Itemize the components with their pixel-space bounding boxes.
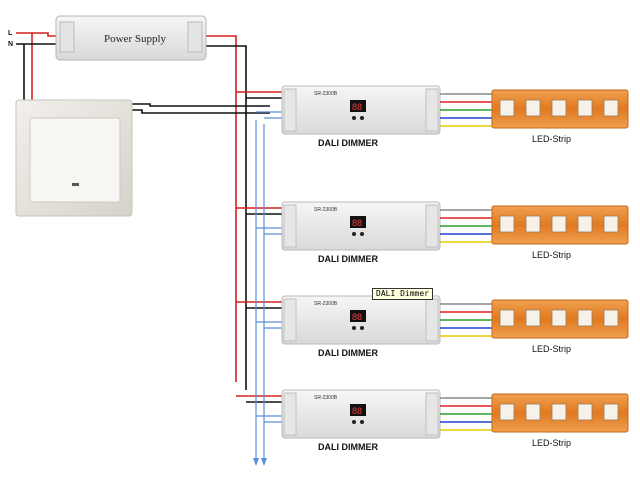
dimmer-label: DALI DIMMER [318,348,378,358]
tooltip-dali-dimmer: DALI Dimmer [372,288,433,300]
led-chip-icon [551,309,567,327]
dimmer-input-terminal [283,204,297,248]
led-chip-icon [551,215,567,233]
wall-switch [15,99,133,217]
led-strip-label: LED-Strip [532,134,571,144]
dimmer-model-label: SR-2300B [314,395,338,401]
dimmer-label: DALI DIMMER [318,138,378,148]
dimmer-label: DALI DIMMER [318,442,378,452]
dimmer-label: DALI DIMMER [318,254,378,264]
led-chip-icon [603,403,619,421]
mains-line-label: L [8,30,13,37]
dimmer-input-terminal [283,298,297,342]
dimmer-display-digits: 88 [352,312,362,322]
led-chip-icon [603,309,619,327]
led-chip-icon [577,215,593,233]
led-chip-icon [525,215,541,233]
psu-positive-out [205,35,237,382]
led-strip-label: LED-Strip [532,250,571,260]
switch-out-wire [132,109,270,114]
mains-wiring [16,32,270,390]
dimmer-button-icon [360,326,364,330]
dimmer-output-terminal [425,392,439,436]
line-wire-to-psu [16,32,58,37]
led-strip-label: LED-Strip [532,344,571,354]
dimmer-button-icon [352,116,356,120]
wall-switch-rocker [29,117,121,203]
switch-out-wire-2 [132,103,270,107]
wall-switch-indicator-icon [72,183,79,186]
dimmer-button-icon [352,420,356,424]
led-chip-icon [525,309,541,327]
dali-bus [253,120,267,466]
dimmer-display-digits: 88 [352,102,362,112]
power-supply: Power Supply [55,15,207,61]
dimmer-button-icon [352,326,356,330]
dimmer-input-terminal [283,88,297,132]
led-strip-label: LED-Strip [532,438,571,448]
psu-negative-out [205,45,247,390]
power-supply-terminal-right [187,21,203,53]
dimmer-output-terminal [425,88,439,132]
dimmer-display [350,100,366,112]
led-chip-icon [499,403,515,421]
power-supply-terminal-left [59,21,75,53]
dali-bus-arrow-1-icon [253,458,259,466]
dimmer-display-digits: 88 [352,218,362,228]
power-supply-body [55,15,207,61]
led-chip-icon [603,99,619,117]
dimmer-button-icon [360,232,364,236]
led-chip-icon [551,99,567,117]
led-chip-icon [499,215,515,233]
dali-bus-arrow-2-icon [261,458,267,466]
dimmer-display [350,404,366,416]
led-chip-icon [525,99,541,117]
dimmer-display-digits: 88 [352,406,362,416]
led-chip-icon [551,403,567,421]
dimmer-model-label: SR-2300B [314,301,338,307]
led-chip-icon [525,403,541,421]
power-supply-label: Power Supply [104,33,167,45]
dimmer-button-icon [360,420,364,424]
led-chip-icon [577,403,593,421]
dimmer-display [350,310,366,322]
led-chip-icon [499,99,515,117]
led-chip-icon [577,99,593,117]
mains-neutral-label: N [8,41,13,48]
dimmer-model-label: SR-2300B [314,207,338,213]
led-chip-icon [499,309,515,327]
dimmer-output-terminal [425,204,439,248]
led-chip-icon [603,215,619,233]
dimmer-output-terminal [425,298,439,342]
dimmer-display [350,216,366,228]
dimmer-button-icon [352,232,356,236]
dimmer-button-icon [360,116,364,120]
led-chip-icon [577,309,593,327]
dimmer-input-terminal [283,392,297,436]
dimmer-model-label: SR-2300B [314,91,338,97]
